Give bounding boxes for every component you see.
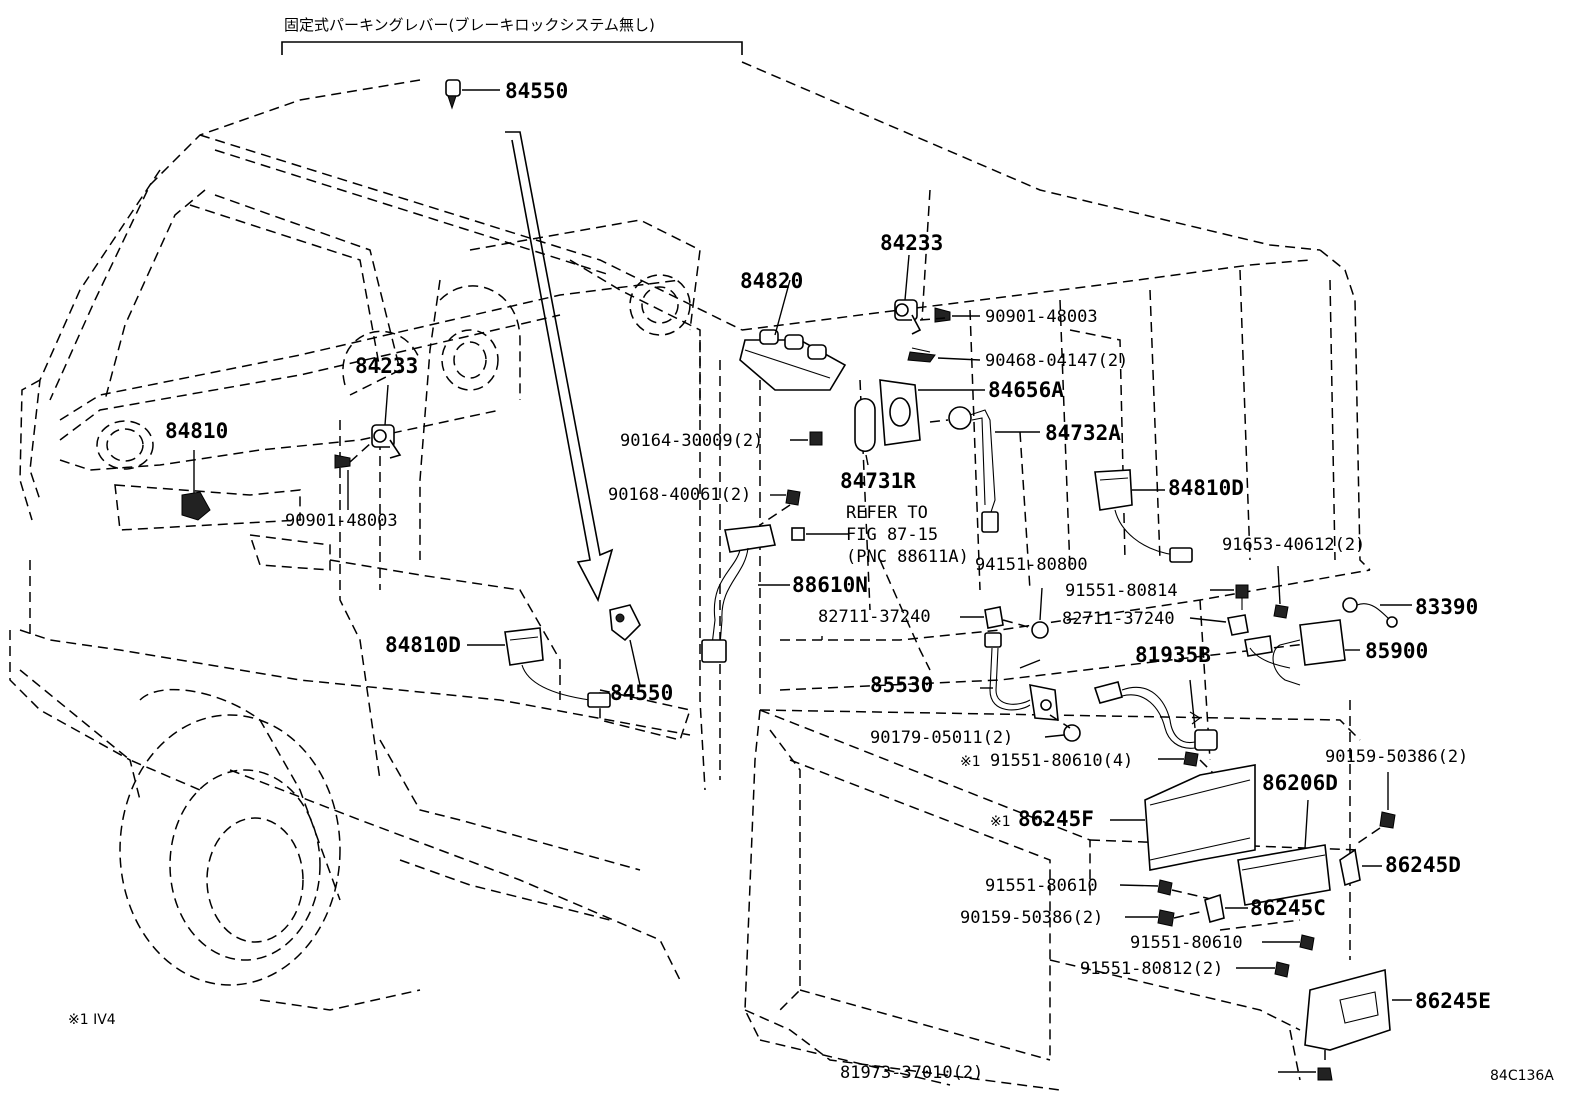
part-90179-nut xyxy=(1044,714,1081,742)
label-86245C: 86245C xyxy=(1250,896,1326,920)
label-90179: 90179-05011(2) xyxy=(870,728,1013,748)
part-84810D-right xyxy=(1094,469,1193,563)
vehicle-body-outline xyxy=(9,61,1371,1091)
part-84731R-grommet xyxy=(854,397,876,466)
label-90164: 90164-30009(2) xyxy=(620,431,763,451)
refer-line2: FIG 87-15 xyxy=(846,525,938,545)
part-82711-left xyxy=(960,606,1033,629)
part-84550-bottom xyxy=(609,604,641,686)
label-84233-top: 84233 xyxy=(880,231,943,255)
part-91653-screw xyxy=(1273,565,1289,619)
label-84810: 84810 xyxy=(165,419,228,443)
mark-86245F: ※1 xyxy=(990,814,1011,830)
part-91551-80610-a-bolt xyxy=(1119,879,1216,901)
label-91551-80610-b: 91551-80610 xyxy=(1130,933,1243,953)
part-86245D-bracket xyxy=(1339,848,1382,887)
label-84732A: 84732A xyxy=(1045,421,1121,445)
label-82711-left: 82711-37240 xyxy=(818,607,931,627)
label-84810D-right: 84810D xyxy=(1168,476,1244,500)
part-91551-80812-bolt xyxy=(1236,961,1290,978)
part-91551-80610-4-bolt xyxy=(1158,751,1199,767)
part-84656A-plate xyxy=(879,379,985,446)
part-86245F-bracket xyxy=(1110,764,1256,871)
refer-line1: REFER TO xyxy=(846,503,928,523)
part-84233-left-switch xyxy=(334,384,402,510)
part-81935B-harness xyxy=(1093,679,1218,751)
pointer-arrow xyxy=(505,131,614,603)
header-bracket: 固定式パーキングレバー(ブレーキロックシステム無し) xyxy=(281,16,743,55)
part-84732A-switch-harness xyxy=(929,406,1040,591)
part-86245E-bracket xyxy=(1304,968,1412,1051)
label-90159-left: 90159-50386(2) xyxy=(960,908,1103,928)
part-90159-right-screw xyxy=(1354,772,1396,846)
label-84550-top: 84550 xyxy=(505,79,568,103)
label-90901-top: 90901-48003 xyxy=(985,307,1098,327)
part-91551-80814-bolt xyxy=(1210,584,1249,610)
label-84233-left: 84233 xyxy=(355,354,418,378)
label-84656A: 84656A xyxy=(988,378,1064,402)
part-90168-screw xyxy=(759,489,801,526)
part-94151-nut xyxy=(1031,587,1049,639)
label-94151: 94151-80800 xyxy=(975,555,1088,575)
label-83390: 83390 xyxy=(1415,595,1478,619)
part-85900-relay xyxy=(1244,619,1360,686)
label-86206D: 86206D xyxy=(1262,771,1338,795)
label-84731R: 84731R xyxy=(840,469,916,493)
part-90468-clip xyxy=(907,347,981,363)
label-91551-80814: 91551-80814 xyxy=(1065,581,1178,601)
part-84550-top xyxy=(445,79,500,110)
label-84810D-left: 84810D xyxy=(385,633,461,657)
label-81973: 81973-37010(2) xyxy=(840,1063,983,1083)
label-91551-80610-a: 91551-80610 xyxy=(985,876,1098,896)
label-90159-right: 90159-50386(2) xyxy=(1325,747,1468,767)
label-84550-bottom: 84550 xyxy=(610,681,673,705)
label-90168: 90168-40061(2) xyxy=(608,485,751,505)
part-91551-80610-b-bolt xyxy=(1262,934,1315,951)
label-86245F: 86245F xyxy=(1018,807,1094,831)
label-88610N: 88610N xyxy=(792,573,868,597)
part-85530-sensor xyxy=(980,632,1059,721)
part-84810-left xyxy=(181,450,211,521)
part-86245C-bracket xyxy=(1204,893,1248,924)
label-91653: 91653-40612(2) xyxy=(1222,535,1365,555)
label-85900: 85900 xyxy=(1365,639,1428,663)
label-86245D: 86245D xyxy=(1385,853,1461,877)
part-81973-clip xyxy=(1278,1050,1333,1081)
label-85530: 85530 xyxy=(870,673,933,697)
refer-line3: (PNC 88611A) xyxy=(846,547,969,567)
header-note: 固定式パーキングレバー(ブレーキロックシステム無し) xyxy=(284,16,655,34)
part-90164-screw xyxy=(790,431,823,446)
label-84820: 84820 xyxy=(740,269,803,293)
footnote: ※1 IV4 xyxy=(68,1012,116,1028)
figure-id: 84C136A xyxy=(1490,1068,1554,1084)
label-90468: 90468-04147(2) xyxy=(985,351,1128,371)
label-91551-80812: 91551-80812(2) xyxy=(1080,959,1223,979)
part-90159-left-screw xyxy=(1125,909,1201,927)
part-84820-switch-block xyxy=(739,279,847,391)
label-86245E: 86245E xyxy=(1415,989,1491,1013)
part-84810D-left xyxy=(467,627,611,708)
label-81935B: 81935B xyxy=(1135,643,1211,667)
label-91551-80610-4: 91551-80610(4) xyxy=(990,751,1133,771)
label-90901-left: 90901-48003 xyxy=(285,511,398,531)
part-82711-right xyxy=(1189,614,1249,636)
mark-91551-80610-4: ※1 xyxy=(960,754,981,770)
part-88610N-harness xyxy=(701,524,848,663)
part-84233-top-switch xyxy=(894,189,980,335)
part-83390-sensor xyxy=(1342,597,1412,628)
part-86206D-ecu xyxy=(1237,799,1331,906)
label-82711-right: 82711-37240 xyxy=(1062,609,1175,629)
part-labels: 84550 84233 84820 90901-48003 90468-0414… xyxy=(68,79,1554,1084)
